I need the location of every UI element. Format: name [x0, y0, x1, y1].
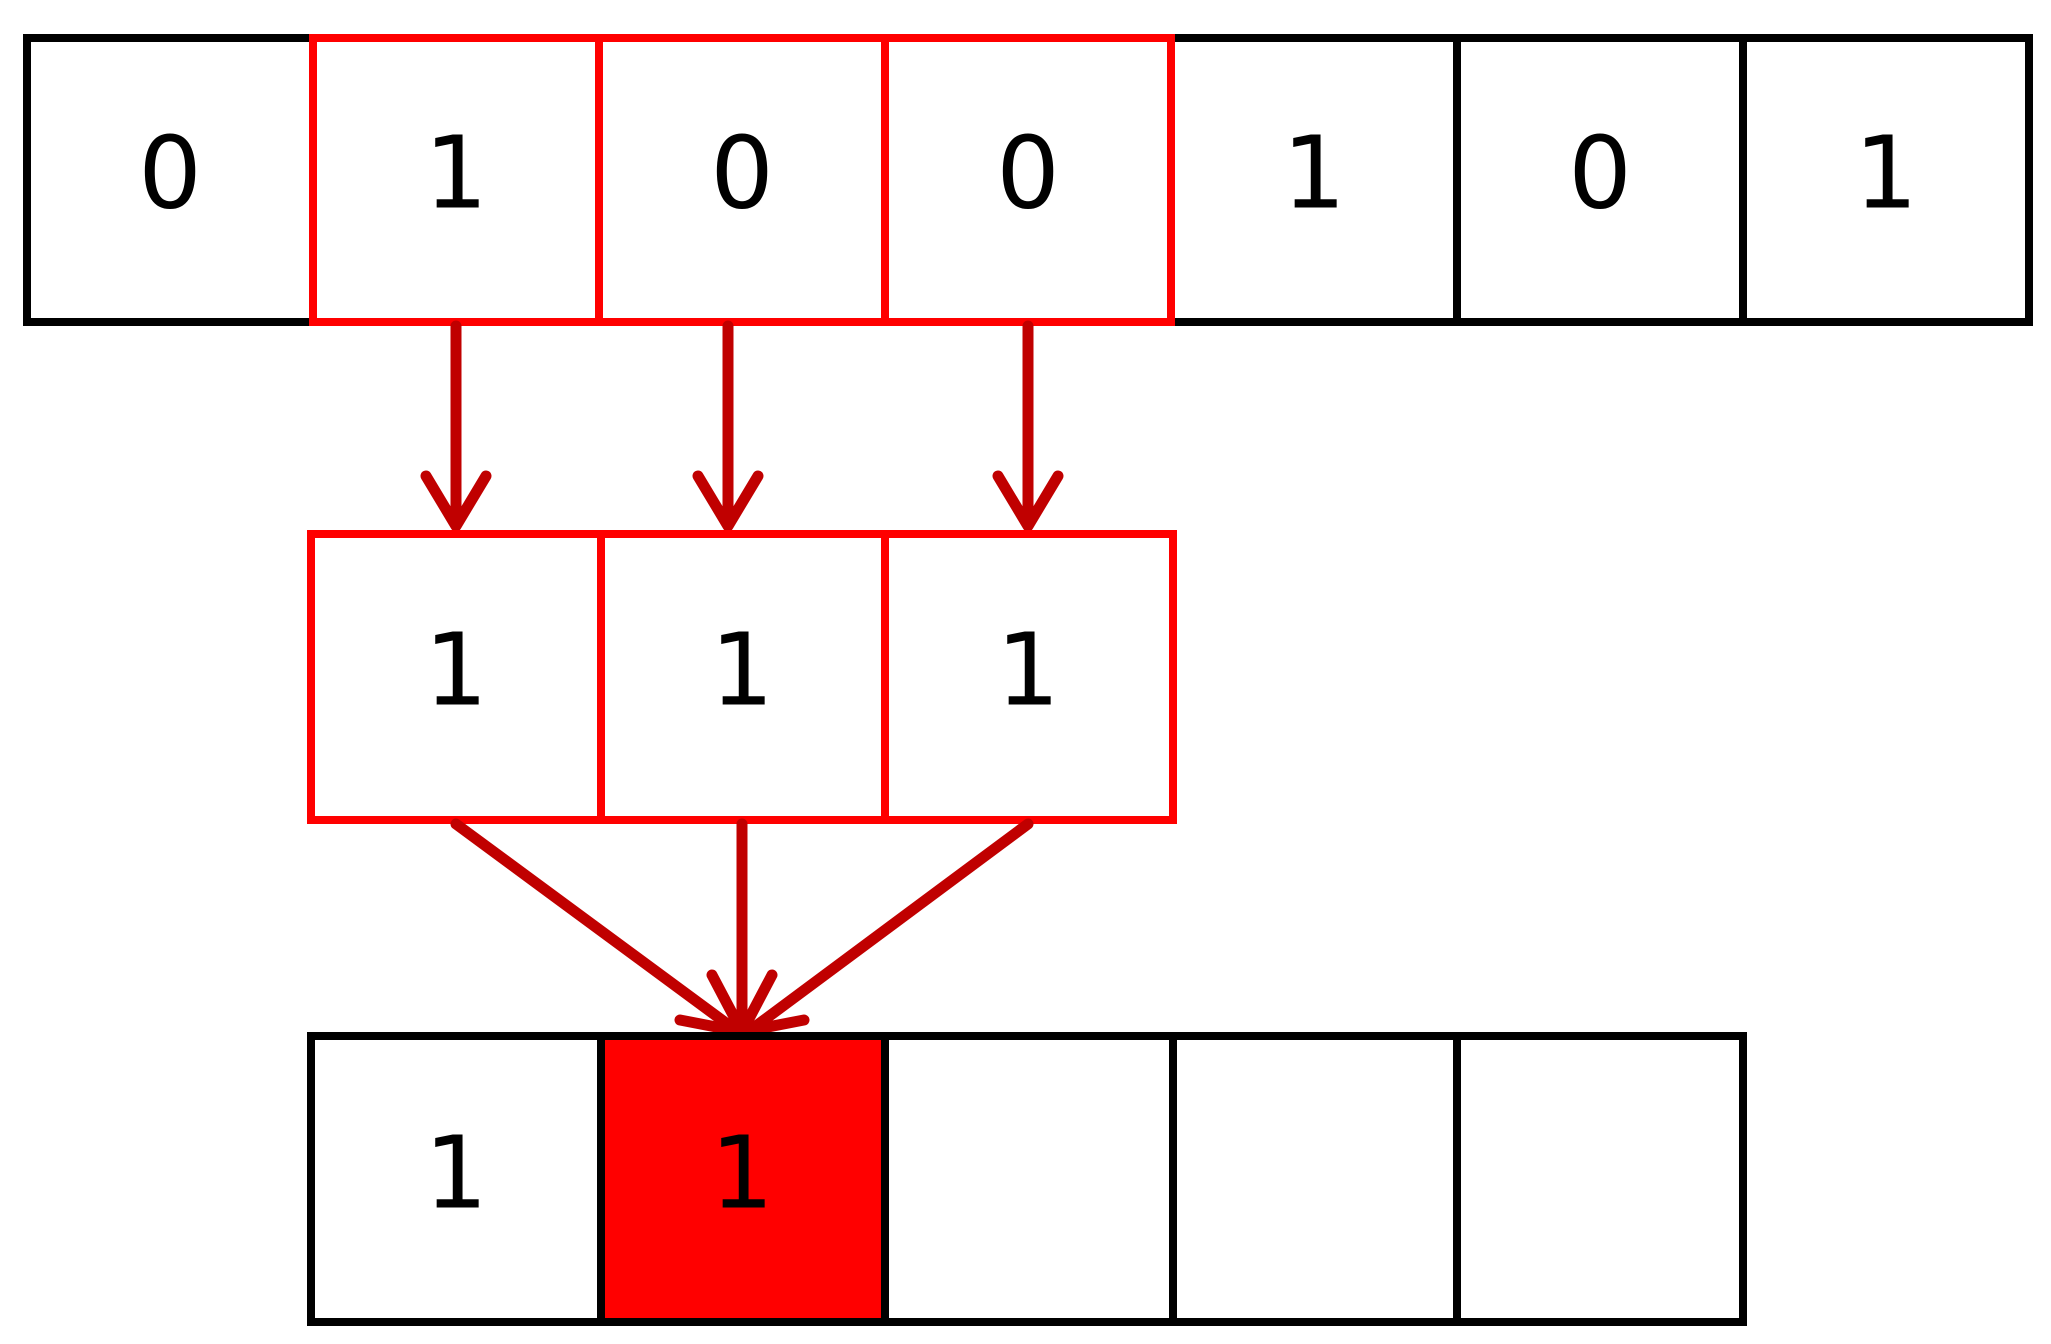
- input-cell: 1: [1739, 34, 2033, 326]
- output-cell: [1169, 1032, 1461, 1326]
- input-to-kernel-arrows: [420, 320, 1064, 532]
- output-cell-value: 1: [710, 1114, 774, 1231]
- kernel-to-output-arrows: [450, 818, 1034, 1038]
- input-cell-value: 0: [1568, 114, 1632, 231]
- input-cell: 0: [1453, 34, 1747, 326]
- input-cell-value: 0: [138, 114, 202, 231]
- arrow-diagonal-left-icon: [750, 818, 1034, 1032]
- input-row: 0 1 0 0 1 0 1: [23, 34, 2033, 326]
- input-cell: 0: [881, 34, 1175, 326]
- arrow-diagonal-right-icon: [450, 818, 736, 1032]
- arrow-down-icon: [992, 320, 1064, 532]
- kernel-cell: 1: [597, 530, 889, 824]
- input-cell-value: 0: [996, 114, 1060, 231]
- kernel-cell: 1: [881, 530, 1177, 824]
- input-cell: 1: [309, 34, 603, 326]
- input-cell: 1: [1167, 34, 1461, 326]
- output-cell-value: 1: [424, 1114, 488, 1231]
- input-cell-value: 1: [1854, 114, 1918, 231]
- kernel-row: 1 1 1: [307, 530, 1177, 824]
- input-cell-value: 1: [424, 114, 488, 231]
- arrow-down-icon: [420, 320, 492, 532]
- input-cell: 0: [595, 34, 889, 326]
- input-cell: 0: [23, 34, 317, 326]
- input-cell-value: 1: [1282, 114, 1346, 231]
- kernel-cell: 1: [307, 530, 605, 824]
- output-row: 1 1: [307, 1032, 1747, 1326]
- kernel-cell-value: 1: [710, 611, 774, 728]
- output-cell: 1: [307, 1032, 605, 1326]
- output-cell: [881, 1032, 1177, 1326]
- input-cell-value: 0: [710, 114, 774, 231]
- arrow-down-icon: [692, 320, 764, 532]
- output-cell-highlighted: 1: [597, 1032, 889, 1326]
- kernel-cell-value: 1: [424, 611, 488, 728]
- output-cell: [1453, 1032, 1747, 1326]
- kernel-cell-value: 1: [996, 611, 1060, 728]
